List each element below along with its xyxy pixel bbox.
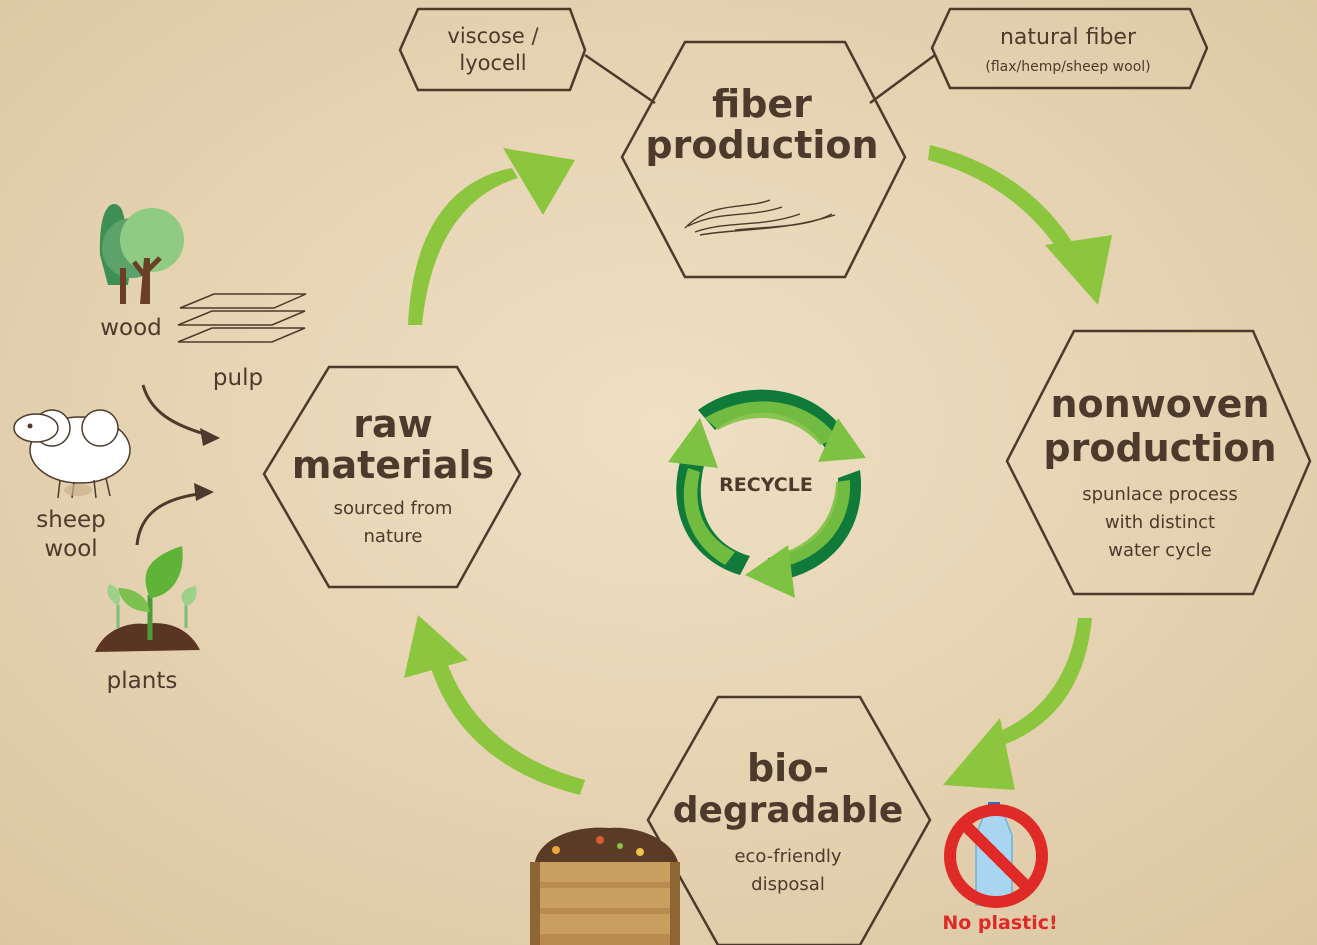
pulp-label: pulp [213, 365, 263, 391]
raw-sub-line2: nature [364, 526, 423, 547]
plants-to-raw-arrow [135, 491, 207, 546]
bio-title-line1: bio- [747, 746, 829, 790]
wood-to-raw-arrow [141, 384, 213, 438]
bio-sub-line1: eco-friendly [734, 846, 841, 867]
fiber-production-hexagon [620, 40, 907, 279]
nonwoven-sub-line2: with distinct [1105, 512, 1215, 533]
fiber-title-line2: production [645, 123, 878, 167]
arrow-bio-to-raw [404, 615, 585, 795]
natural-fiber-callout-box [930, 7, 1209, 90]
viscose-label-line1: viscose / [447, 24, 539, 48]
nonwoven-sub-line3: water cycle [1108, 540, 1212, 561]
arrow-nonwoven-to-bio [943, 618, 1092, 790]
raw-materials-hexagon [262, 365, 522, 589]
no-plastic-bottle-icon [944, 802, 1048, 908]
recycle-icon [668, 389, 866, 598]
natural-fiber-connector [869, 53, 936, 105]
natural-fiber-label-line2: (flax/hemp/sheep wool) [985, 59, 1150, 75]
nonwoven-production-hexagon [1005, 329, 1312, 596]
bio-title-line2: degradable [673, 790, 904, 831]
wood-label: wood [100, 315, 162, 341]
arrow-raw-to-fiber [408, 148, 575, 325]
pulp-sheets-icon [177, 293, 307, 343]
fiber-wave-icon [684, 199, 836, 236]
bio-sub-line2: disposal [751, 874, 825, 895]
arrow-fiber-to-nonwoven [928, 145, 1112, 305]
plants-label: plants [107, 668, 178, 694]
viscose-callout-box [398, 7, 587, 92]
viscose-label-line2: lyocell [459, 51, 526, 75]
wood-arrow-head [200, 428, 220, 446]
compost-crate-icon [530, 827, 680, 945]
tree-icon [99, 204, 184, 304]
raw-title-line1: raw [353, 402, 433, 446]
nonwoven-title-line2: production [1043, 426, 1276, 470]
nonwoven-sub-line1: spunlace process [1082, 484, 1238, 505]
viscose-connector [584, 53, 656, 105]
sprout-icon [95, 546, 200, 652]
sheep-label-line1: sheep [36, 507, 105, 533]
biodegradable-hexagon [646, 695, 932, 945]
nonwoven-title-line1: nonwoven [1050, 382, 1269, 426]
sheep-label-line2: wool [44, 536, 97, 562]
raw-sub-line1: sourced from [334, 498, 453, 519]
fiber-title-line1: fiber [712, 82, 812, 126]
recycle-label: RECYCLE [719, 474, 813, 496]
sheep-icon [13, 409, 131, 499]
plants-arrow-head [194, 483, 214, 501]
raw-title-line2: materials [292, 443, 494, 487]
natural-fiber-label-line1: natural fiber [1000, 25, 1137, 50]
no-plastic-label: No plastic! [942, 912, 1057, 934]
